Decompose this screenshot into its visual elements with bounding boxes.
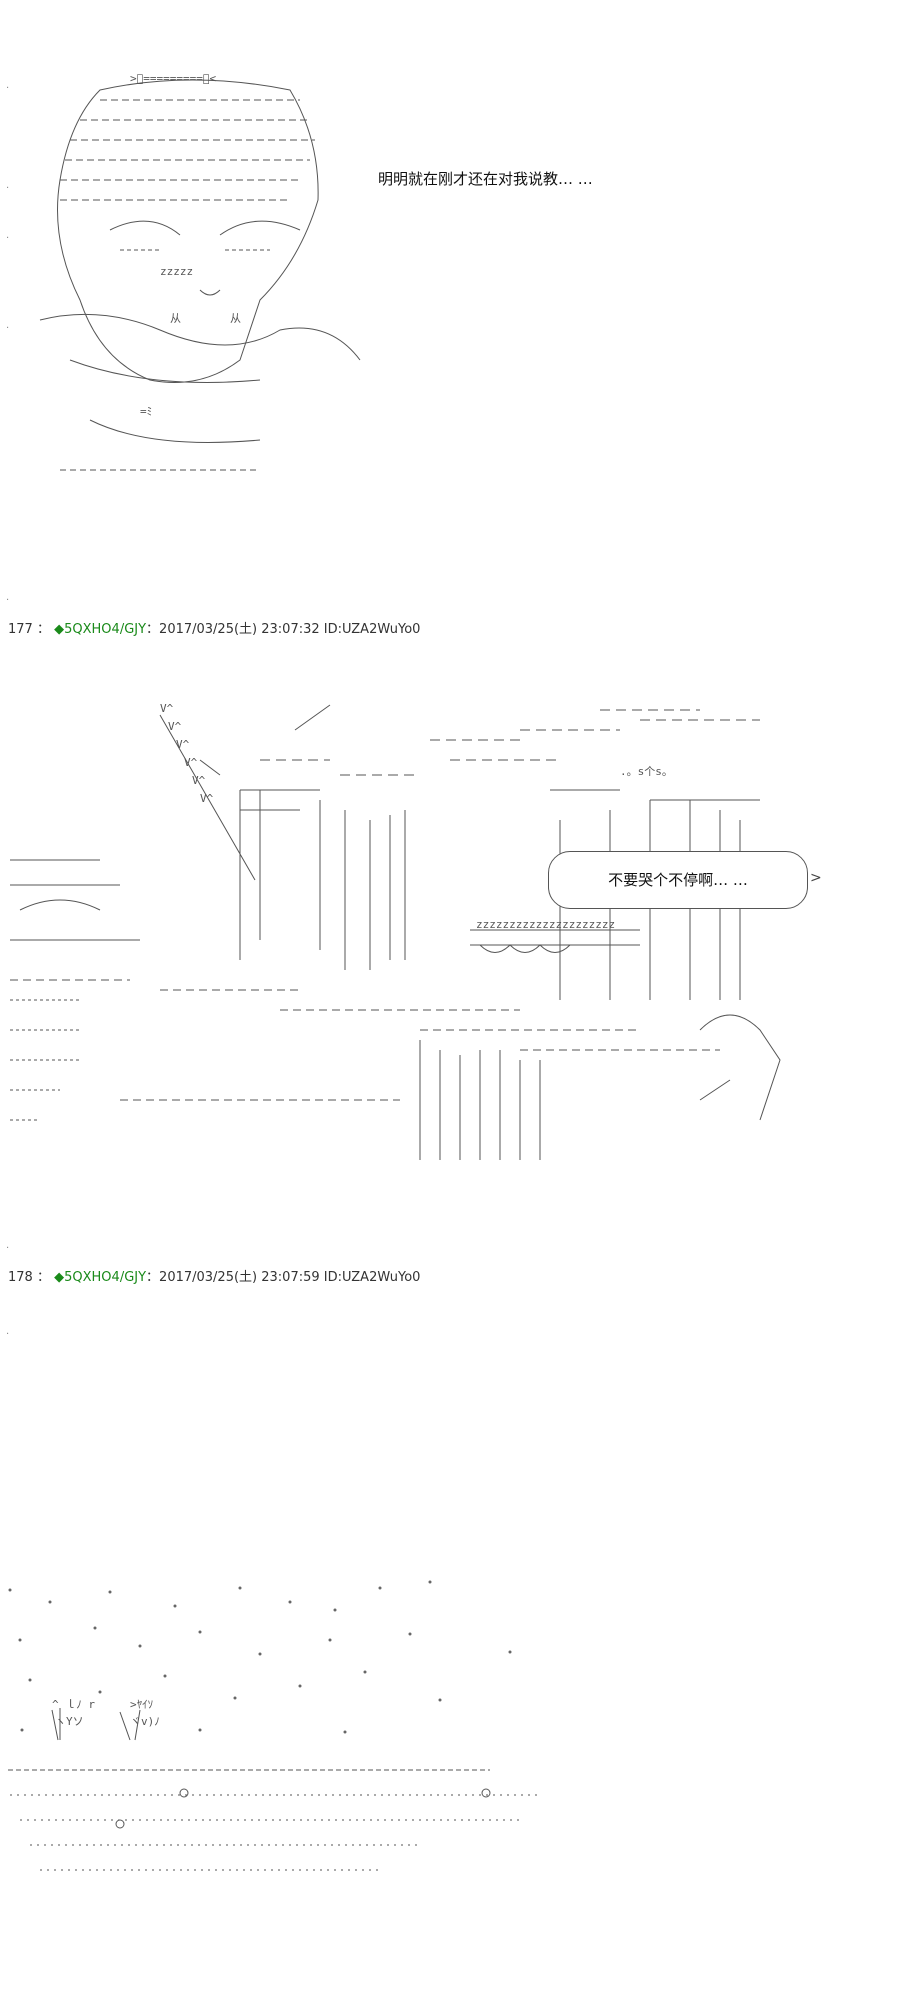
post-meta: ：2017/03/25(土) 23:07:59 ID:UZA2WuYo0 bbox=[146, 1270, 421, 1285]
svg-text:zzzzz: zzzzz bbox=[160, 265, 193, 278]
svg-text:V^: V^ bbox=[184, 756, 198, 769]
bubble-tail-icon: > bbox=[810, 870, 822, 886]
svg-text:zzzzzzzzzzzzzzzzzzzzz: zzzzzzzzzzzzzzzzzzzzz bbox=[476, 918, 615, 931]
svg-text:>ﾞ=========ﾞ<: >ﾞ=========ﾞ< bbox=[130, 72, 216, 85]
svg-text:V^: V^ bbox=[192, 774, 206, 787]
trip-diamond-icon: ◆ bbox=[54, 622, 65, 637]
character-art: >ﾞ=========ﾞ< zzzzz 从 从 =ﾐ bbox=[39, 72, 361, 471]
svg-text:=ﾐ: =ﾐ bbox=[140, 405, 152, 418]
post-separator: ： bbox=[36, 1270, 50, 1285]
svg-text:>ﾔｲｿ: >ﾔｲｿ bbox=[130, 1698, 153, 1711]
panel1-speech: 明明就在刚才还在对我说教… … bbox=[378, 170, 593, 188]
panel1-ascii-art: >ﾞ=========ﾞ< zzzzz 从 从 =ﾐ . . . . bbox=[0, 60, 900, 480]
bubble-text: 不要哭个不停啊… … bbox=[608, 871, 748, 889]
post-tripcode[interactable]: 5QXHO4/GJY bbox=[64, 622, 147, 637]
svg-text:^ ｌﾉ r: ^ ｌﾉ r bbox=[52, 1698, 95, 1711]
svg-text:V^: V^ bbox=[176, 738, 190, 751]
panel3-ascii-art: ^ ｌﾉ r >ﾔｲｿ ヽYソ ヾv)ﾉ bbox=[0, 1580, 900, 1960]
post-number: 177 bbox=[8, 622, 33, 637]
svg-text:ヽYソ: ヽYソ bbox=[55, 1715, 84, 1728]
post-header-178: 178 ： ◆5QXHO4/GJY：2017/03/25(土) 23:07:59… bbox=[8, 1266, 420, 1285]
svg-text:从: 从 bbox=[170, 312, 181, 325]
street-scene-art: V^ V^ V^ V^ V^ V^ zzzzzzzzzzzzzzzzzzzzz … bbox=[10, 702, 781, 1160]
night-sky-art: ^ ｌﾉ r >ﾔｲｿ ヽYソ ヾv)ﾉ bbox=[8, 1580, 540, 1871]
speech-bubble: 不要哭个不停啊… … bbox=[548, 851, 808, 909]
post-header-177: 177 ： ◆5QXHO4/GJY：2017/03/25(土) 23:07:32… bbox=[8, 618, 420, 637]
trip-diamond-icon: ◆ bbox=[54, 1270, 65, 1285]
svg-text:V^: V^ bbox=[168, 720, 182, 733]
panel2-ascii-art: V^ V^ V^ V^ V^ V^ zzzzzzzzzzzzzzzzzzzzz … bbox=[0, 700, 900, 1160]
post-meta: ：2017/03/25(土) 23:07:32 ID:UZA2WuYo0 bbox=[146, 622, 421, 637]
svg-text:V^: V^ bbox=[200, 792, 214, 805]
svg-text:.。s个s。: .。s个s。 bbox=[620, 765, 673, 778]
post-number: 178 bbox=[8, 1270, 33, 1285]
svg-text:V^: V^ bbox=[160, 702, 174, 715]
post-separator: ： bbox=[36, 622, 50, 637]
post-tripcode[interactable]: 5QXHO4/GJY bbox=[64, 1270, 147, 1285]
svg-text:从: 从 bbox=[230, 312, 241, 325]
svg-text:ヾv)ﾉ: ヾv)ﾉ bbox=[130, 1715, 160, 1728]
